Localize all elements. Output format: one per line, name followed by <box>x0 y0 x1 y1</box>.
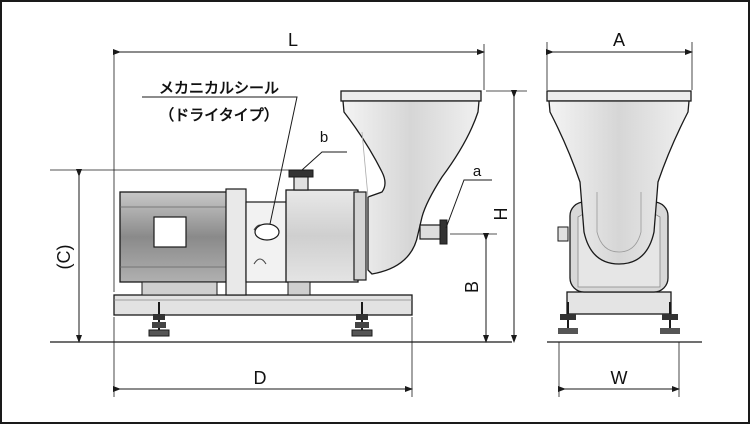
side-view <box>50 90 512 343</box>
coupling-bracket <box>225 188 291 296</box>
label-H: H <box>491 208 511 221</box>
leveling-foot-left <box>148 302 170 337</box>
label-b: b <box>320 129 328 146</box>
discharge-port-b <box>288 169 314 191</box>
front-base <box>566 291 672 315</box>
label-A: A <box>613 30 625 50</box>
pump-casing <box>285 189 367 296</box>
motor <box>119 191 233 296</box>
leveling-foot-right <box>351 302 373 337</box>
label-C: (C) <box>54 245 74 270</box>
front-view <box>546 90 702 343</box>
label-D: D <box>254 368 267 388</box>
motor-terminal-box <box>153 216 187 248</box>
hopper <box>340 90 482 275</box>
leader-seal <box>142 96 298 225</box>
mechanical-seal-marker <box>254 223 280 241</box>
callout-line1: メカニカルシール <box>159 79 279 97</box>
leader-a <box>445 179 492 229</box>
front-foot-left <box>558 302 578 334</box>
front-hopper <box>546 90 692 265</box>
text-labels: L A H B (C) D W b a メカニカルシール （ドライタイプ） <box>54 30 628 388</box>
label-B: B <box>462 281 482 293</box>
label-a: a <box>473 163 482 180</box>
label-W: W <box>611 368 628 388</box>
label-L: L <box>288 30 298 50</box>
leader-b <box>301 151 347 171</box>
suction-port-a <box>419 219 448 245</box>
dimensions <box>50 42 693 397</box>
callout-line2: （ドライタイプ） <box>159 106 278 124</box>
front-foot-right <box>660 302 680 334</box>
